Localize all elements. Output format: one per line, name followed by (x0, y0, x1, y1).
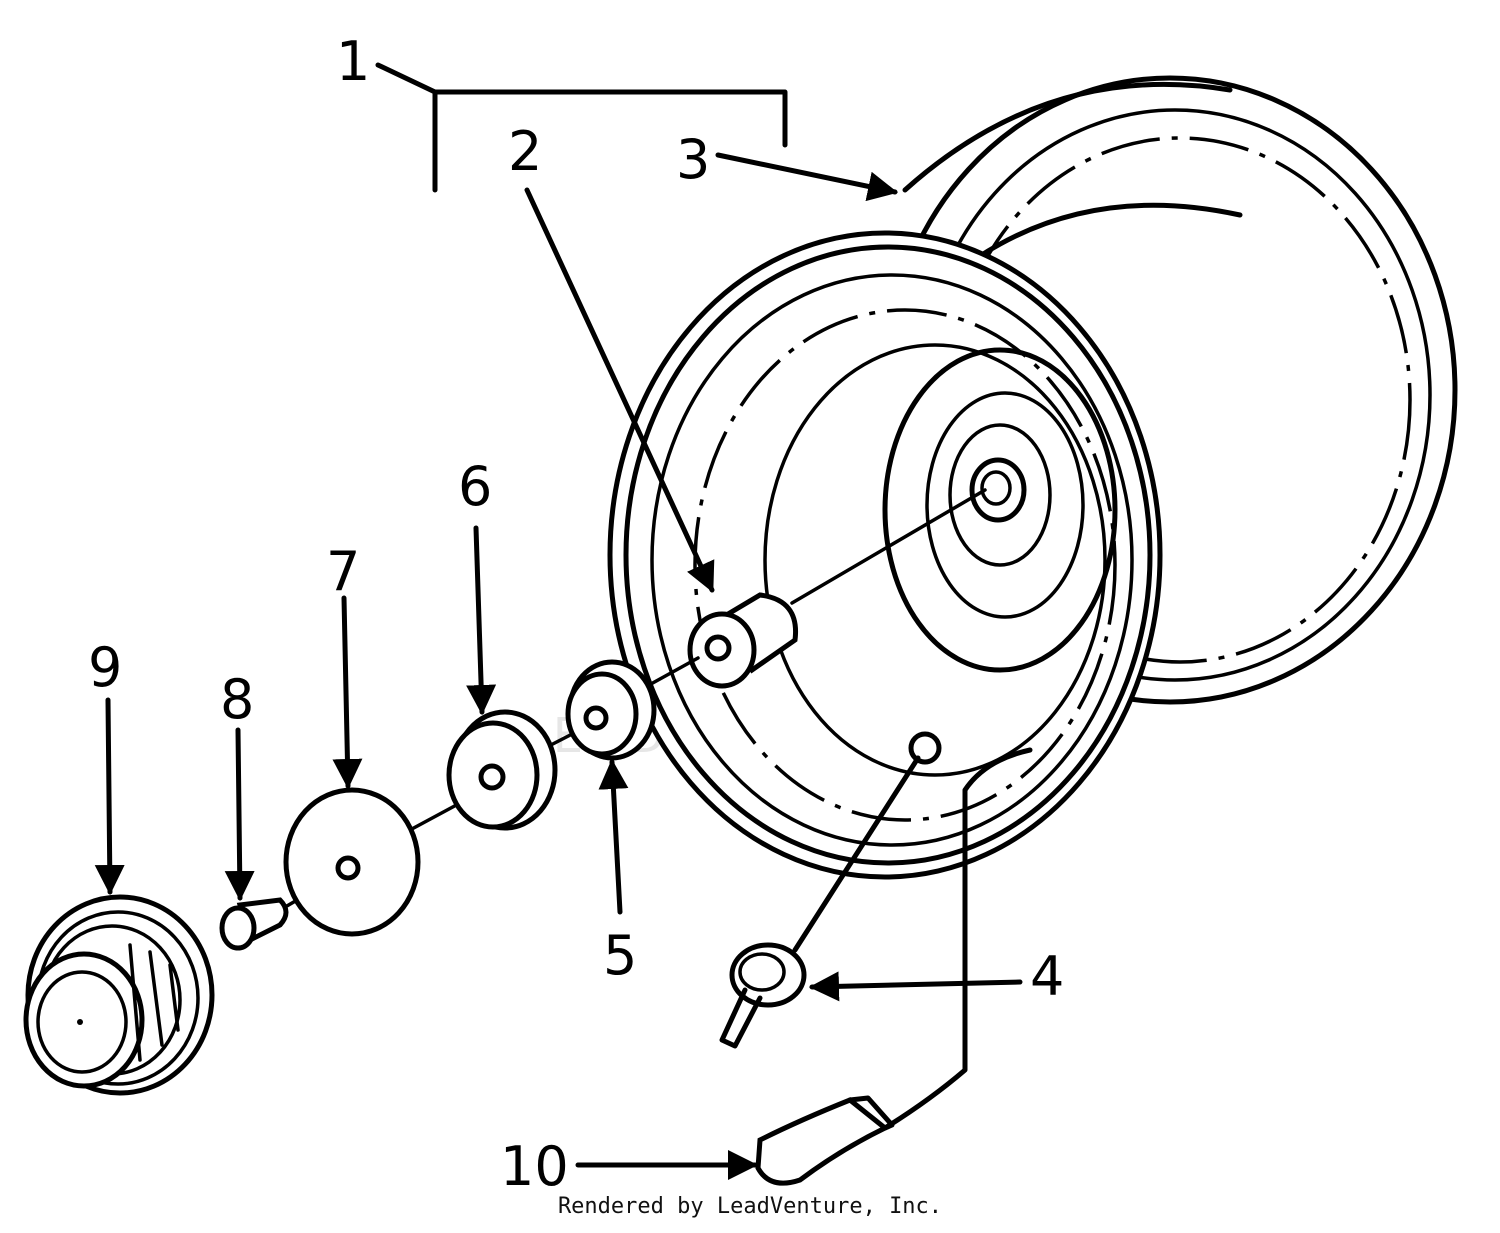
callout-9: 9 (88, 636, 122, 699)
leader-lines (94, 62, 1023, 1180)
part-8-bolt (219, 897, 289, 951)
callout-10: 10 (500, 1135, 569, 1198)
footer-credit: Rendered by LeadVenture, Inc. (557, 1194, 943, 1219)
callout-8: 8 (220, 668, 254, 731)
part-6-spacer (446, 709, 558, 831)
part-7-disc (283, 787, 421, 937)
callout-2: 2 (508, 120, 542, 183)
part-2-bushing (687, 592, 799, 689)
part-10-valve-tube (755, 747, 1033, 1186)
part-9-bearing (23, 894, 215, 1096)
callout-6: 6 (458, 455, 492, 518)
tire-wheel-assembly (607, 75, 1458, 880)
part-5-washer (565, 659, 657, 761)
callout-7: 7 (326, 540, 360, 603)
callout-3: 3 (676, 128, 710, 191)
part-4-valve-stem (719, 755, 921, 1049)
callout-1: 1 (336, 30, 370, 93)
callout-5: 5 (603, 924, 637, 987)
callout-4: 4 (1030, 945, 1064, 1008)
